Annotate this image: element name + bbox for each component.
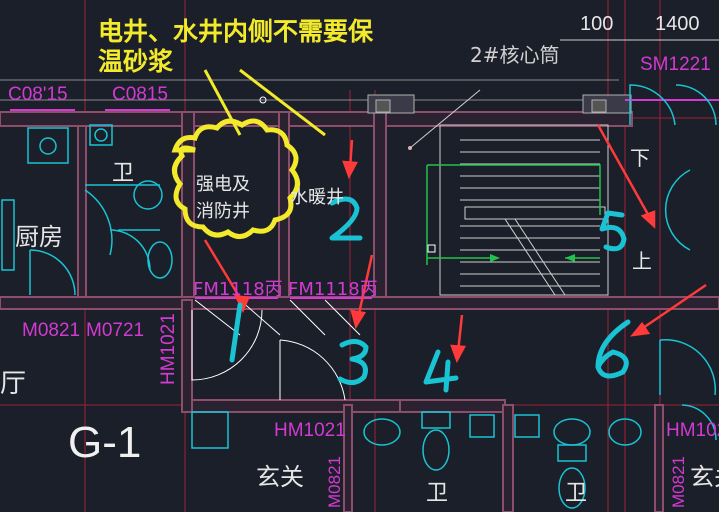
openings: [10, 99, 719, 299]
revision-cloud: [171, 118, 300, 239]
room-water-shaft: 水暖井: [290, 187, 344, 208]
marker-4: [423, 349, 459, 393]
grid-label: G-1: [68, 418, 141, 467]
right-doors: [629, 84, 717, 441]
number-markers: [229, 196, 631, 393]
marker-3: [337, 339, 369, 385]
columns: [367, 94, 632, 114]
marker-2: [329, 196, 363, 241]
room-entry-right: 玄关: [690, 463, 719, 491]
room-entry-left: 玄关: [256, 463, 304, 491]
core-label: 2#核心筒: [470, 43, 559, 67]
core-leader-dot: [408, 146, 412, 150]
marker-5: [599, 210, 627, 252]
core-leader-line: [409, 89, 481, 149]
stair-treads: [439, 124, 609, 296]
door-c0815-left: C08'15: [8, 84, 68, 105]
room-electric-shaft-1: 强电及: [196, 174, 250, 195]
door-sm1221: SM1221: [640, 54, 711, 75]
marker-1: [229, 302, 243, 363]
green-arrow-left: [565, 254, 575, 262]
fixtures: [1, 124, 173, 296]
pipe-dot: [259, 96, 267, 104]
door-fm1118-left: FM1118丙: [193, 279, 283, 300]
marker-6: [595, 319, 631, 379]
door-hm1021-vertical: HM1021: [158, 313, 179, 385]
stair-up: 上: [632, 249, 652, 273]
stair-down: 下: [630, 146, 650, 170]
door-swings: [191, 299, 361, 401]
door-fm1118-right: FM1118丙: [288, 279, 378, 300]
room-toilet-right: 卫: [565, 481, 587, 506]
room-kitchen: 厨房: [15, 223, 63, 251]
green-arrow-right: [490, 254, 500, 262]
annotation-line2: 温砂浆: [98, 47, 173, 76]
annotation-line1: 电井、水井内侧不需要保: [98, 17, 374, 46]
room-hall-left: 厅: [0, 369, 26, 399]
red-arrows: [203, 124, 707, 364]
room-toilet-mid: 卫: [426, 481, 448, 506]
door-m0821-vertical-mid: M0821: [325, 456, 344, 508]
door-m0821: M0821: [22, 320, 80, 341]
lower-fixtures: [191, 411, 642, 509]
door-m0721: M0721: [86, 320, 144, 341]
room-toilet-top: 卫: [112, 161, 134, 186]
annotation-leaders: [203, 68, 326, 137]
dimension-100: 100: [580, 13, 613, 35]
door-m0821-vertical-right: M0821: [669, 456, 688, 508]
room-electric-shaft-2: 消防井: [196, 201, 250, 222]
door-hm1021-mid: HM1021: [274, 420, 346, 441]
door-c0815-right: C0815: [112, 84, 168, 105]
dimension-1400: 1400: [655, 13, 700, 35]
stair-marker-square: [427, 244, 436, 253]
door-hm1021-right: HM1021: [666, 420, 719, 441]
